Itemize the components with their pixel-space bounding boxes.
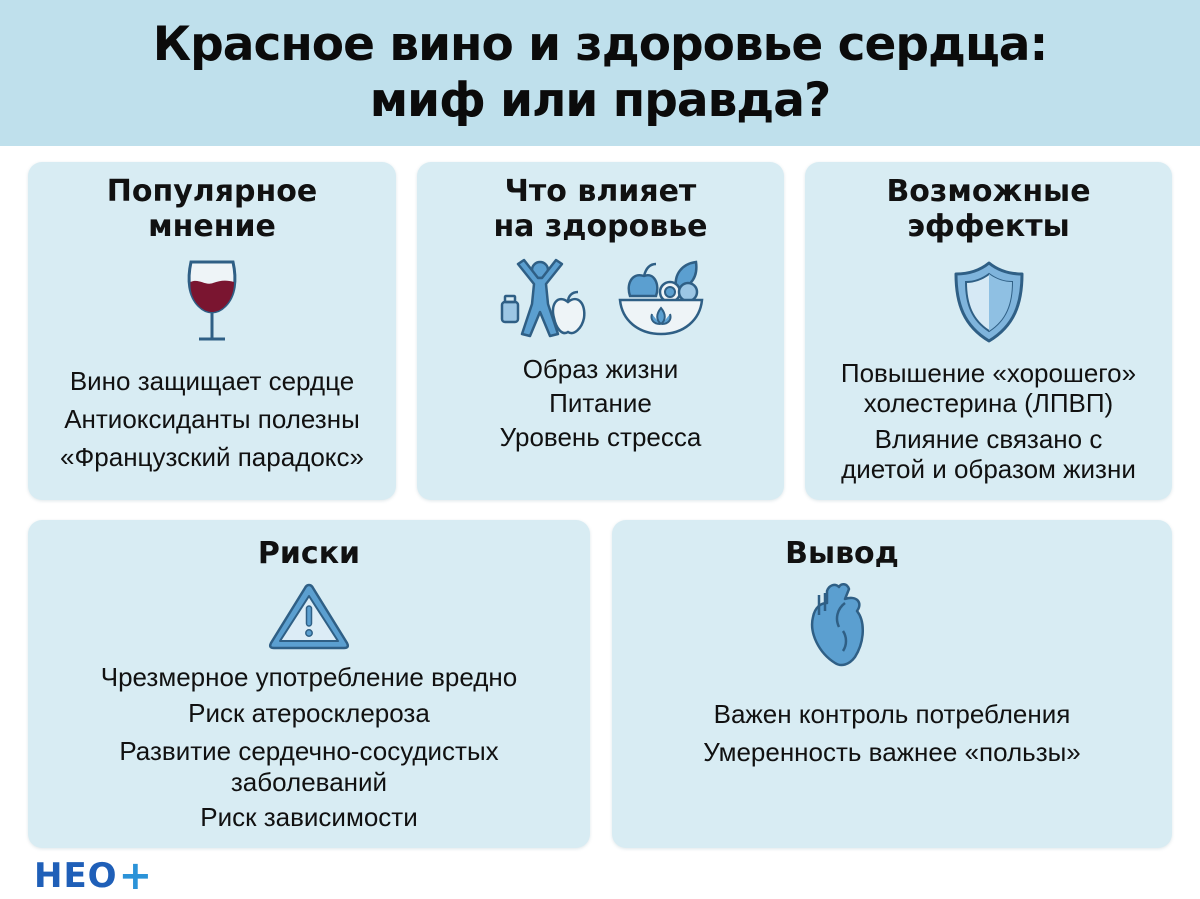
card-conclusion: Вывод Важен контроль потребления Умеренн… bbox=[612, 520, 1172, 848]
list-item: Вино защищает сердце bbox=[69, 366, 355, 396]
shield-icon bbox=[954, 261, 1023, 343]
list-item: Уровень стресса bbox=[499, 422, 702, 452]
card-possible-effects: Возможные эффекты Повышение «хорошего» х… bbox=[805, 162, 1172, 500]
page-header: Красное вино и здоровье сердца: миф или … bbox=[0, 0, 1200, 146]
card-title-line-2: мнение bbox=[148, 209, 276, 244]
brand-logo: НЕО + bbox=[34, 853, 153, 899]
plus-icon: + bbox=[118, 853, 154, 899]
warning-icon bbox=[268, 583, 350, 650]
card-title: Популярное мнение bbox=[107, 174, 317, 244]
card-title-line-1: Возможные bbox=[886, 174, 1091, 209]
card-risks: Риски Чрезмерное употребление вредно Рис… bbox=[28, 520, 590, 848]
heart-icon bbox=[810, 583, 864, 667]
list-item: холестерина (ЛПВП) bbox=[863, 388, 1114, 418]
card-title-line-2: на здоровье bbox=[493, 209, 708, 244]
card-health-factors: Что влияет на здоровье Образ жизни Питан… bbox=[417, 162, 784, 500]
list-item: Питание bbox=[549, 388, 652, 418]
card-title: Что влияет на здоровье bbox=[493, 174, 707, 244]
list-item: Риск зависимости bbox=[200, 802, 418, 832]
card-title-line-2: эффекты bbox=[907, 209, 1070, 244]
food-bowl-icon bbox=[618, 260, 703, 336]
list-item: Образ жизни bbox=[522, 354, 679, 384]
wine-glass-icon bbox=[187, 260, 237, 341]
card-title: Риски bbox=[257, 536, 361, 571]
list-item: Развитие сердечно-сосудистых bbox=[119, 736, 499, 766]
card-title: Возможные эффекты bbox=[886, 174, 1090, 244]
list-item: Риск атеросклероза bbox=[188, 698, 430, 728]
card-title-line-1: Что влияет bbox=[504, 174, 697, 209]
page-title-line-1: Красное вино и здоровье сердца: bbox=[152, 17, 1049, 72]
list-item: Чрезмерное употребление вредно bbox=[100, 662, 518, 692]
list-item: Важен контроль потребления bbox=[713, 699, 1071, 729]
list-item: Влияние связано с bbox=[874, 424, 1103, 454]
list-item: Повышение «хорошего» bbox=[840, 358, 1137, 388]
list-item: заболеваний bbox=[230, 767, 388, 797]
list-item: Умеренность важнее «пользы» bbox=[703, 737, 1081, 767]
active-person-icon bbox=[500, 258, 586, 338]
list-item: диетой и образом жизни bbox=[841, 454, 1136, 484]
list-item: «Французский парадокс» bbox=[60, 442, 364, 472]
card-title: Вывод bbox=[785, 536, 899, 571]
list-item: Антиоксиданты полезны bbox=[64, 404, 360, 434]
logo-text: НЕО bbox=[34, 856, 118, 896]
card-title-line-1: Популярное bbox=[106, 174, 318, 209]
card-popular-opinion: Популярное мнение Вино защищает сердце А… bbox=[28, 162, 396, 500]
page-title-line-2: миф или правда? bbox=[369, 73, 832, 128]
